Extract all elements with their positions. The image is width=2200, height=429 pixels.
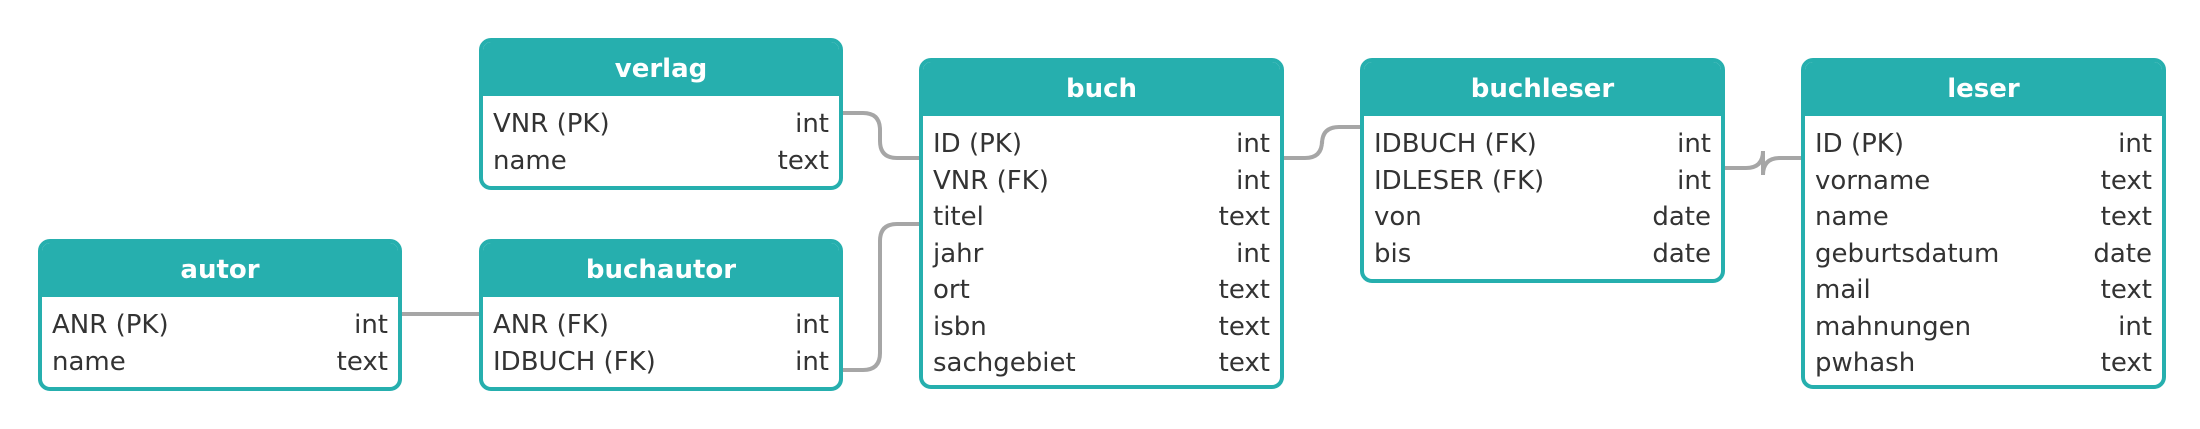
attribute-type: int xyxy=(795,310,829,341)
attribute-row: ANR (PK) int xyxy=(52,307,388,344)
attribute-row: IDLESER (FK) int xyxy=(1374,163,1711,200)
attribute-row: sachgebiet text xyxy=(933,345,1270,382)
attribute-type: int xyxy=(1236,238,1270,269)
attribute-row: geburtsdatum date xyxy=(1815,236,2152,273)
attribute-row: name text xyxy=(1815,199,2152,236)
entity-rows: VNR (PK) int name text xyxy=(483,96,839,179)
entity-rows: ANR (FK) int IDBUCH (FK) int xyxy=(483,297,839,380)
attribute-row: mahnungen int xyxy=(1815,309,2152,346)
attribute-type: text xyxy=(1218,348,1270,379)
entity-title: leser xyxy=(1805,62,2162,116)
entity-rows: ID (PK) int VNR (FK) int titel text jahr… xyxy=(923,116,1280,382)
attribute-name: ANR (FK) xyxy=(493,310,609,341)
attribute-type: text xyxy=(336,346,388,377)
connector-verlag-buch xyxy=(840,111,921,160)
attribute-type: int xyxy=(795,346,829,377)
attribute-row: titel text xyxy=(933,199,1270,236)
attribute-name: ID (PK) xyxy=(933,129,1022,160)
entity-leser[interactable]: leser ID (PK) int vorname text name text… xyxy=(1801,58,2166,389)
connector-buchautor-buch xyxy=(840,222,921,372)
entity-title: verlag xyxy=(483,42,839,96)
attribute-name: IDBUCH (FK) xyxy=(1374,129,1537,160)
entity-buchautor[interactable]: buchautor ANR (FK) int IDBUCH (FK) int xyxy=(479,239,843,391)
attribute-row: von date xyxy=(1374,199,1711,236)
entity-buch[interactable]: buch ID (PK) int VNR (FK) int titel text… xyxy=(919,58,1284,389)
attribute-name: mahnungen xyxy=(1815,311,1972,342)
attribute-name: ort xyxy=(933,275,970,306)
attribute-row: pwhash text xyxy=(1815,345,2152,382)
attribute-name: name xyxy=(1815,202,1889,233)
attribute-type: date xyxy=(1652,202,1711,233)
attribute-row: ID (PK) int xyxy=(1815,126,2152,163)
attribute-type: date xyxy=(1652,238,1711,269)
attribute-row: ort text xyxy=(933,272,1270,309)
attribute-type: int xyxy=(1236,129,1270,160)
attribute-row: jahr int xyxy=(933,236,1270,273)
attribute-row: IDBUCH (FK) int xyxy=(1374,126,1711,163)
attribute-name: bis xyxy=(1374,238,1412,269)
attribute-row: ANR (FK) int xyxy=(493,307,829,344)
attribute-name: mail xyxy=(1815,275,1871,306)
entity-verlag[interactable]: verlag VNR (PK) int name text xyxy=(479,38,843,190)
attribute-type: int xyxy=(795,109,829,140)
attribute-name: geburtsdatum xyxy=(1815,238,2000,269)
attribute-type: text xyxy=(2100,348,2152,379)
attribute-type: int xyxy=(1677,129,1711,160)
attribute-row: VNR (PK) int xyxy=(493,106,829,143)
attribute-row: isbn text xyxy=(933,309,1270,346)
entity-rows: ID (PK) int vorname text name text gebur… xyxy=(1805,116,2162,382)
attribute-name: ID (PK) xyxy=(1815,129,1904,160)
connector-buch-buchleser xyxy=(1282,125,1362,160)
entity-title: autor xyxy=(42,243,398,297)
attribute-type: text xyxy=(1218,311,1270,342)
attribute-type: int xyxy=(354,310,388,341)
entity-title: buch xyxy=(923,62,1280,116)
attribute-row: name text xyxy=(493,143,829,180)
attribute-type: text xyxy=(1218,202,1270,233)
attribute-type: int xyxy=(2118,311,2152,342)
attribute-type: int xyxy=(2118,129,2152,160)
attribute-name: IDLESER (FK) xyxy=(1374,165,1545,196)
attribute-row: IDBUCH (FK) int xyxy=(493,344,829,381)
attribute-name: isbn xyxy=(933,311,987,342)
attribute-name: ANR (PK) xyxy=(52,310,169,341)
attribute-type: text xyxy=(1218,275,1270,306)
attribute-type: text xyxy=(777,145,829,176)
attribute-name: name xyxy=(52,346,126,377)
attribute-name: VNR (FK) xyxy=(933,165,1049,196)
attribute-name: VNR (PK) xyxy=(493,109,610,140)
attribute-name: IDBUCH (FK) xyxy=(493,346,656,377)
entity-rows: ANR (PK) int name text xyxy=(42,297,398,380)
entity-buchleser[interactable]: buchleser IDBUCH (FK) int IDLESER (FK) i… xyxy=(1360,58,1725,283)
entity-rows: IDBUCH (FK) int IDLESER (FK) int von dat… xyxy=(1364,116,1721,272)
attribute-type: int xyxy=(1677,165,1711,196)
attribute-name: pwhash xyxy=(1815,348,1916,379)
attribute-type: text xyxy=(2100,202,2152,233)
attribute-row: bis date xyxy=(1374,236,1711,273)
attribute-name: name xyxy=(493,145,567,176)
attribute-name: jahr xyxy=(933,238,984,269)
entity-title: buchleser xyxy=(1364,62,1721,116)
attribute-row: name text xyxy=(52,344,388,381)
attribute-type: text xyxy=(2100,275,2152,306)
attribute-name: titel xyxy=(933,202,984,233)
attribute-name: vorname xyxy=(1815,165,1931,196)
attribute-row: ID (PK) int xyxy=(933,126,1270,163)
attribute-type: text xyxy=(2100,165,2152,196)
entity-autor[interactable]: autor ANR (PK) int name text xyxy=(38,239,402,391)
attribute-name: sachgebiet xyxy=(933,348,1076,379)
attribute-type: date xyxy=(2093,238,2152,269)
attribute-row: vorname text xyxy=(1815,163,2152,200)
attribute-name: von xyxy=(1374,202,1422,233)
attribute-row: VNR (FK) int xyxy=(933,163,1270,200)
entity-title: buchautor xyxy=(483,243,839,297)
attribute-row: mail text xyxy=(1815,272,2152,309)
connector-buchleser-leser xyxy=(1723,150,1803,176)
attribute-type: int xyxy=(1236,165,1270,196)
